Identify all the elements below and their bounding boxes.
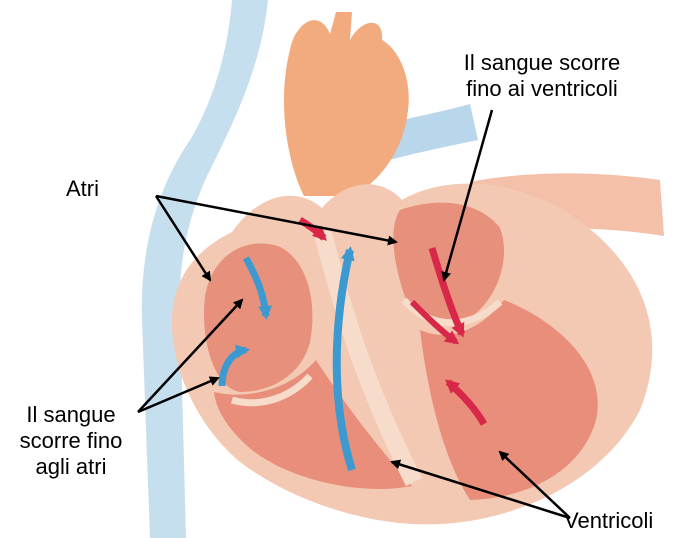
- label-blood-to-ventricles: Il sangue scorre fino ai ventricoli: [412, 50, 672, 102]
- aorta: [284, 12, 409, 196]
- label-line: fino ai ventricoli: [412, 76, 672, 102]
- label-blood-to-atria: Il sangue scorre fino agli atri: [6, 402, 136, 480]
- label-line: Il sangue: [6, 402, 136, 428]
- label-line: scorre fino: [6, 428, 136, 454]
- label-ventricoli: Ventricoli: [564, 508, 653, 534]
- label-line: Il sangue scorre: [412, 50, 672, 76]
- label-atri: Atri: [66, 176, 99, 202]
- label-line: agli atri: [6, 454, 136, 480]
